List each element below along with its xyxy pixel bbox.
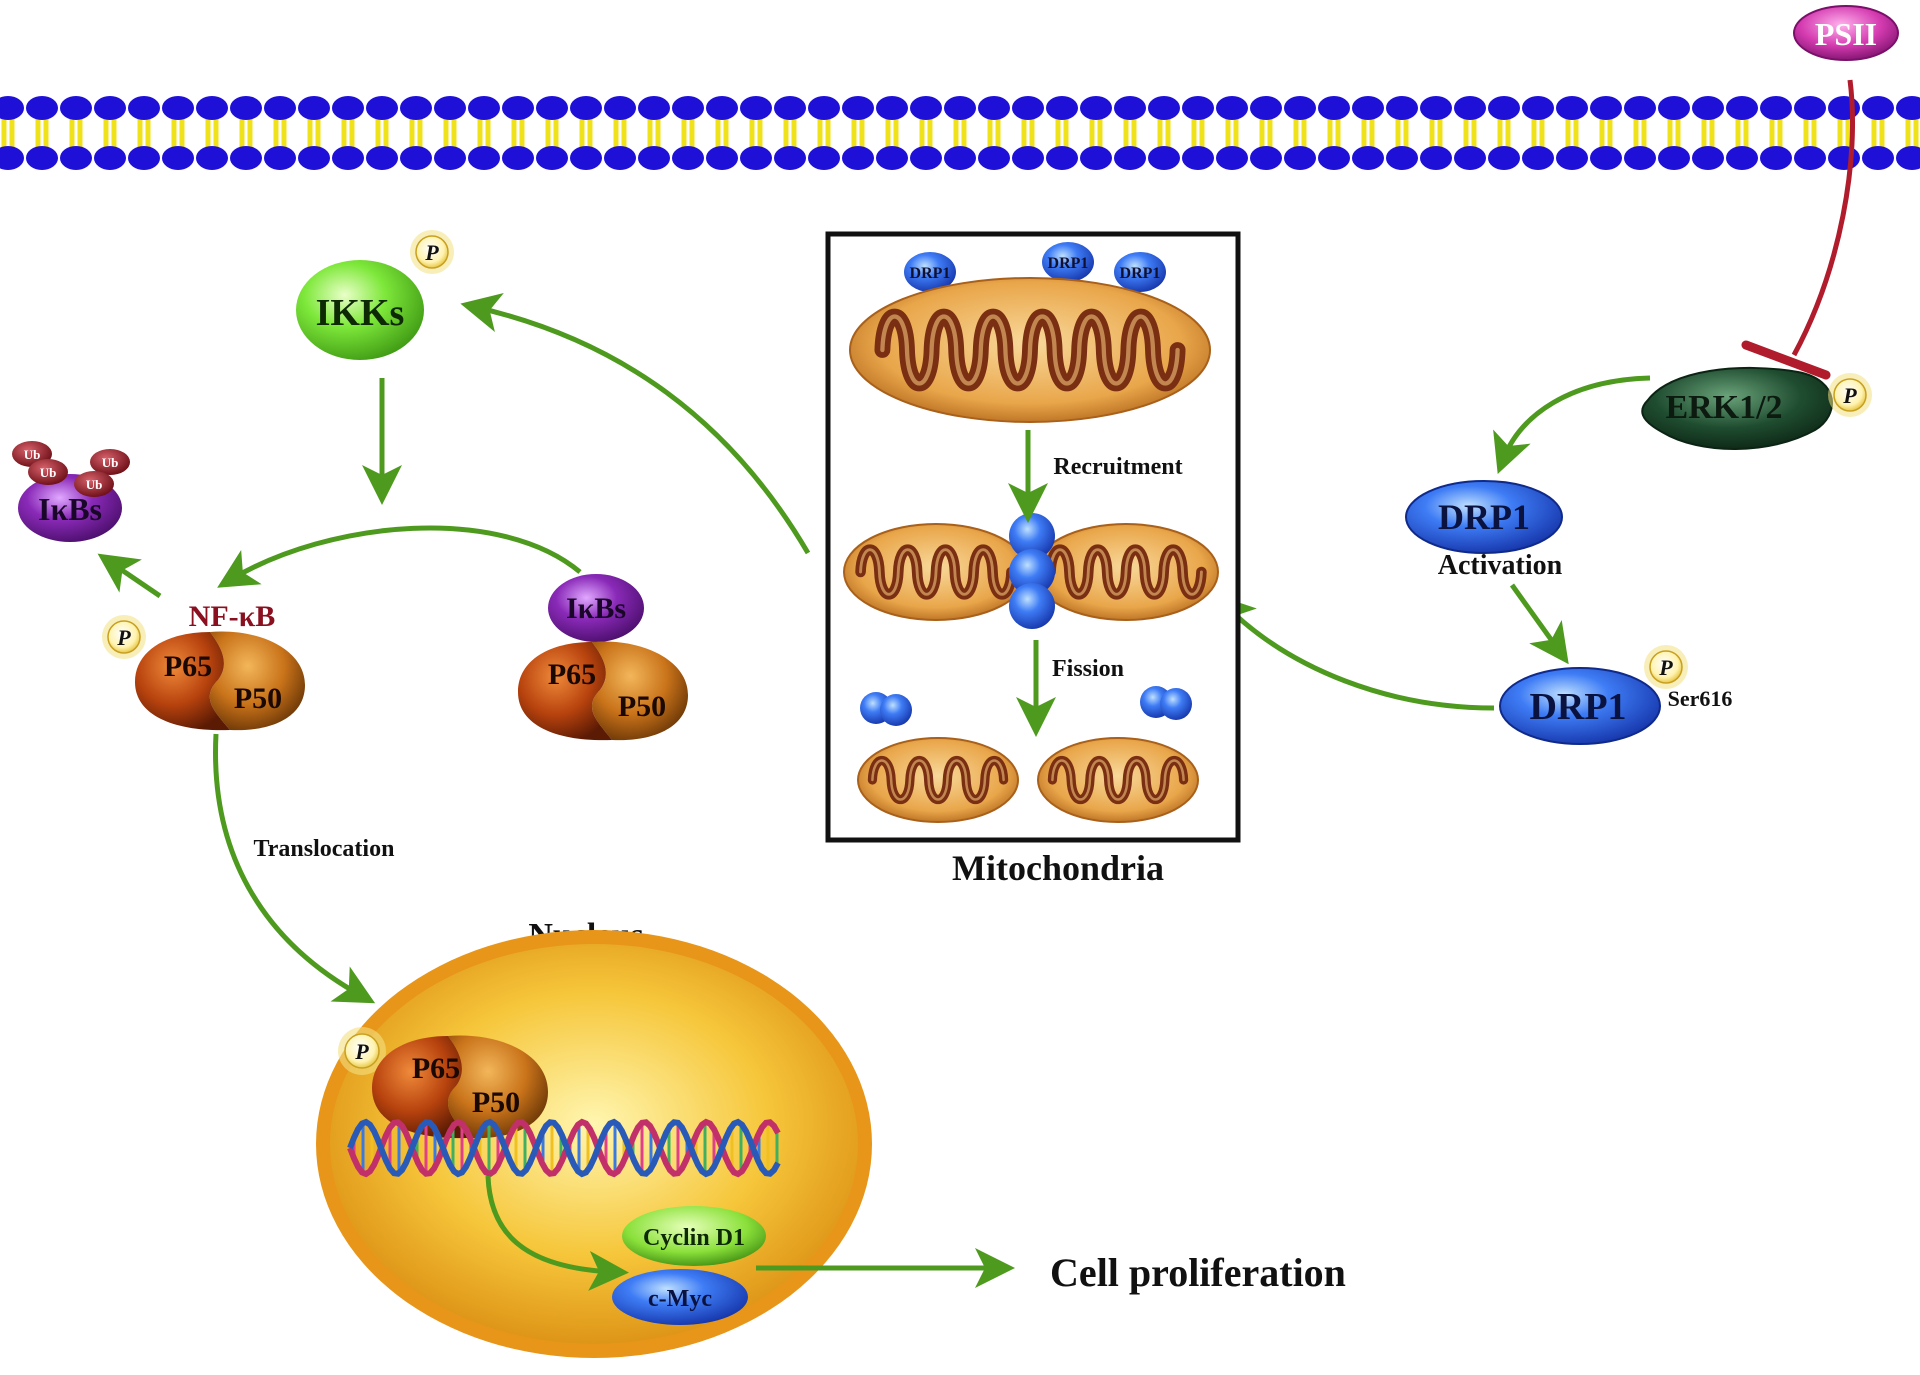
mitochondrion-daughter-left — [857, 737, 1019, 823]
svg-text:DRP1: DRP1 — [1048, 255, 1089, 272]
inactive-nfkb-complex: P65 P50 — [518, 641, 688, 741]
arrow-ikbs-release — [217, 525, 582, 588]
cmyc-label: c-Myc — [648, 1286, 712, 1312]
activation-label: Activation — [1438, 550, 1563, 581]
svg-text:P50: P50 — [618, 690, 666, 723]
mitochondria-label: Mitochondria — [952, 848, 1164, 888]
ikks-label: IKKs — [316, 292, 405, 334]
drp1-small-3: DRP1 — [1114, 252, 1166, 292]
svg-text:P: P — [424, 240, 439, 265]
translocation-label: Translocation — [254, 836, 395, 862]
cyclin-label: Cyclin D1 — [643, 1225, 745, 1251]
svg-text:P: P — [354, 1039, 369, 1064]
nuclear-nfkb-complex: P65 P50 — [372, 1035, 548, 1139]
arrow-drp1-to-mitochondria — [1214, 594, 1495, 711]
recruitment-label: Recruitment — [1053, 454, 1182, 480]
cyclin-d1-node: Cyclin D1 — [622, 1206, 766, 1266]
svg-text:P65: P65 — [548, 658, 596, 691]
drp1-free-left — [860, 692, 912, 726]
drp1-phospho-icon: P — [1644, 645, 1688, 689]
membrane-heads — [0, 96, 1920, 170]
drp1-small-1: DRP1 — [904, 252, 956, 292]
svg-text:Ub: Ub — [86, 477, 103, 492]
drp1-phospho-label: DRP1 — [1529, 686, 1626, 728]
arrow-erk-to-drp1 — [1493, 375, 1651, 475]
svg-text:P: P — [116, 625, 131, 650]
arrow-dna-to-genes — [485, 1175, 629, 1291]
nfkb-phospho-icon: P — [102, 615, 146, 659]
arrow-drp1-activation — [1509, 583, 1569, 665]
svg-text:P: P — [1658, 655, 1673, 680]
cell-proliferation-label: Cell proliferation — [1050, 1250, 1346, 1295]
ikks-node: IKKs — [296, 260, 424, 360]
drp1-active-label: DRP1 — [1438, 497, 1530, 537]
svg-text:DRP1: DRP1 — [910, 265, 951, 282]
mitochondrion-right-half — [1033, 523, 1219, 621]
svg-text:Ub: Ub — [102, 455, 119, 470]
ub-icon-2: Ub — [28, 459, 68, 485]
nfkb-complex: P65 P50 — [135, 631, 305, 731]
arrow-translocation — [213, 733, 376, 1004]
p65-label: P65 — [164, 650, 212, 683]
drp1-small-2: DRP1 — [1042, 242, 1094, 282]
erk-phospho-icon: P — [1828, 373, 1872, 417]
erk-label: ERK1/2 — [1665, 389, 1782, 426]
ser616-label: Ser616 — [1668, 686, 1733, 711]
nfkb-label: NF-κB — [189, 600, 276, 633]
cmyc-node: c-Myc — [612, 1269, 748, 1325]
svg-text:Ub: Ub — [24, 447, 41, 462]
dna-helix — [347, 1118, 781, 1178]
mitochondria-group — [843, 277, 1219, 823]
nucleus-phospho-icon: P — [338, 1027, 386, 1075]
psii-label: PSII — [1815, 16, 1877, 52]
ikks-phospho-icon: P — [410, 230, 454, 274]
mitochondrion-intact — [849, 277, 1211, 423]
ikbs-complex-label: IκBs — [566, 592, 626, 625]
mitochondrion-left-half — [843, 523, 1029, 621]
svg-text:DRP1: DRP1 — [1120, 265, 1161, 282]
svg-text:P50: P50 — [472, 1086, 520, 1119]
inhibition-bar — [1741, 340, 1831, 380]
ikbs-complex-node: IκBs — [548, 574, 644, 642]
svg-text:P: P — [1842, 383, 1857, 408]
erk-node: ERK1/2 — [1641, 366, 1833, 450]
fission-label: Fission — [1052, 656, 1124, 682]
svg-text:Ub: Ub — [40, 465, 57, 480]
psii-inhibits-erk-line — [1791, 79, 1856, 357]
p50-label: P50 — [234, 682, 282, 715]
cell-membrane — [0, 96, 1920, 170]
psii-node: PSII — [1793, 5, 1899, 61]
drp1-active-node: DRP1 — [1405, 480, 1563, 554]
ikbs-ub-label: IκBs — [38, 491, 102, 527]
svg-text:P65: P65 — [412, 1052, 460, 1085]
drp1-ring — [1009, 513, 1055, 629]
mitochondrion-daughter-right — [1037, 737, 1199, 823]
arrow-mitochondria-to-ikks — [460, 293, 811, 555]
drp1-phospho-node: DRP1 — [1499, 667, 1661, 745]
ub-icon-4: Ub — [74, 471, 114, 497]
ub-icon-3: Ub — [90, 449, 130, 475]
drp1-free-right — [1140, 686, 1192, 720]
arrow-nfkb-to-ikbs-degradation — [97, 553, 162, 599]
